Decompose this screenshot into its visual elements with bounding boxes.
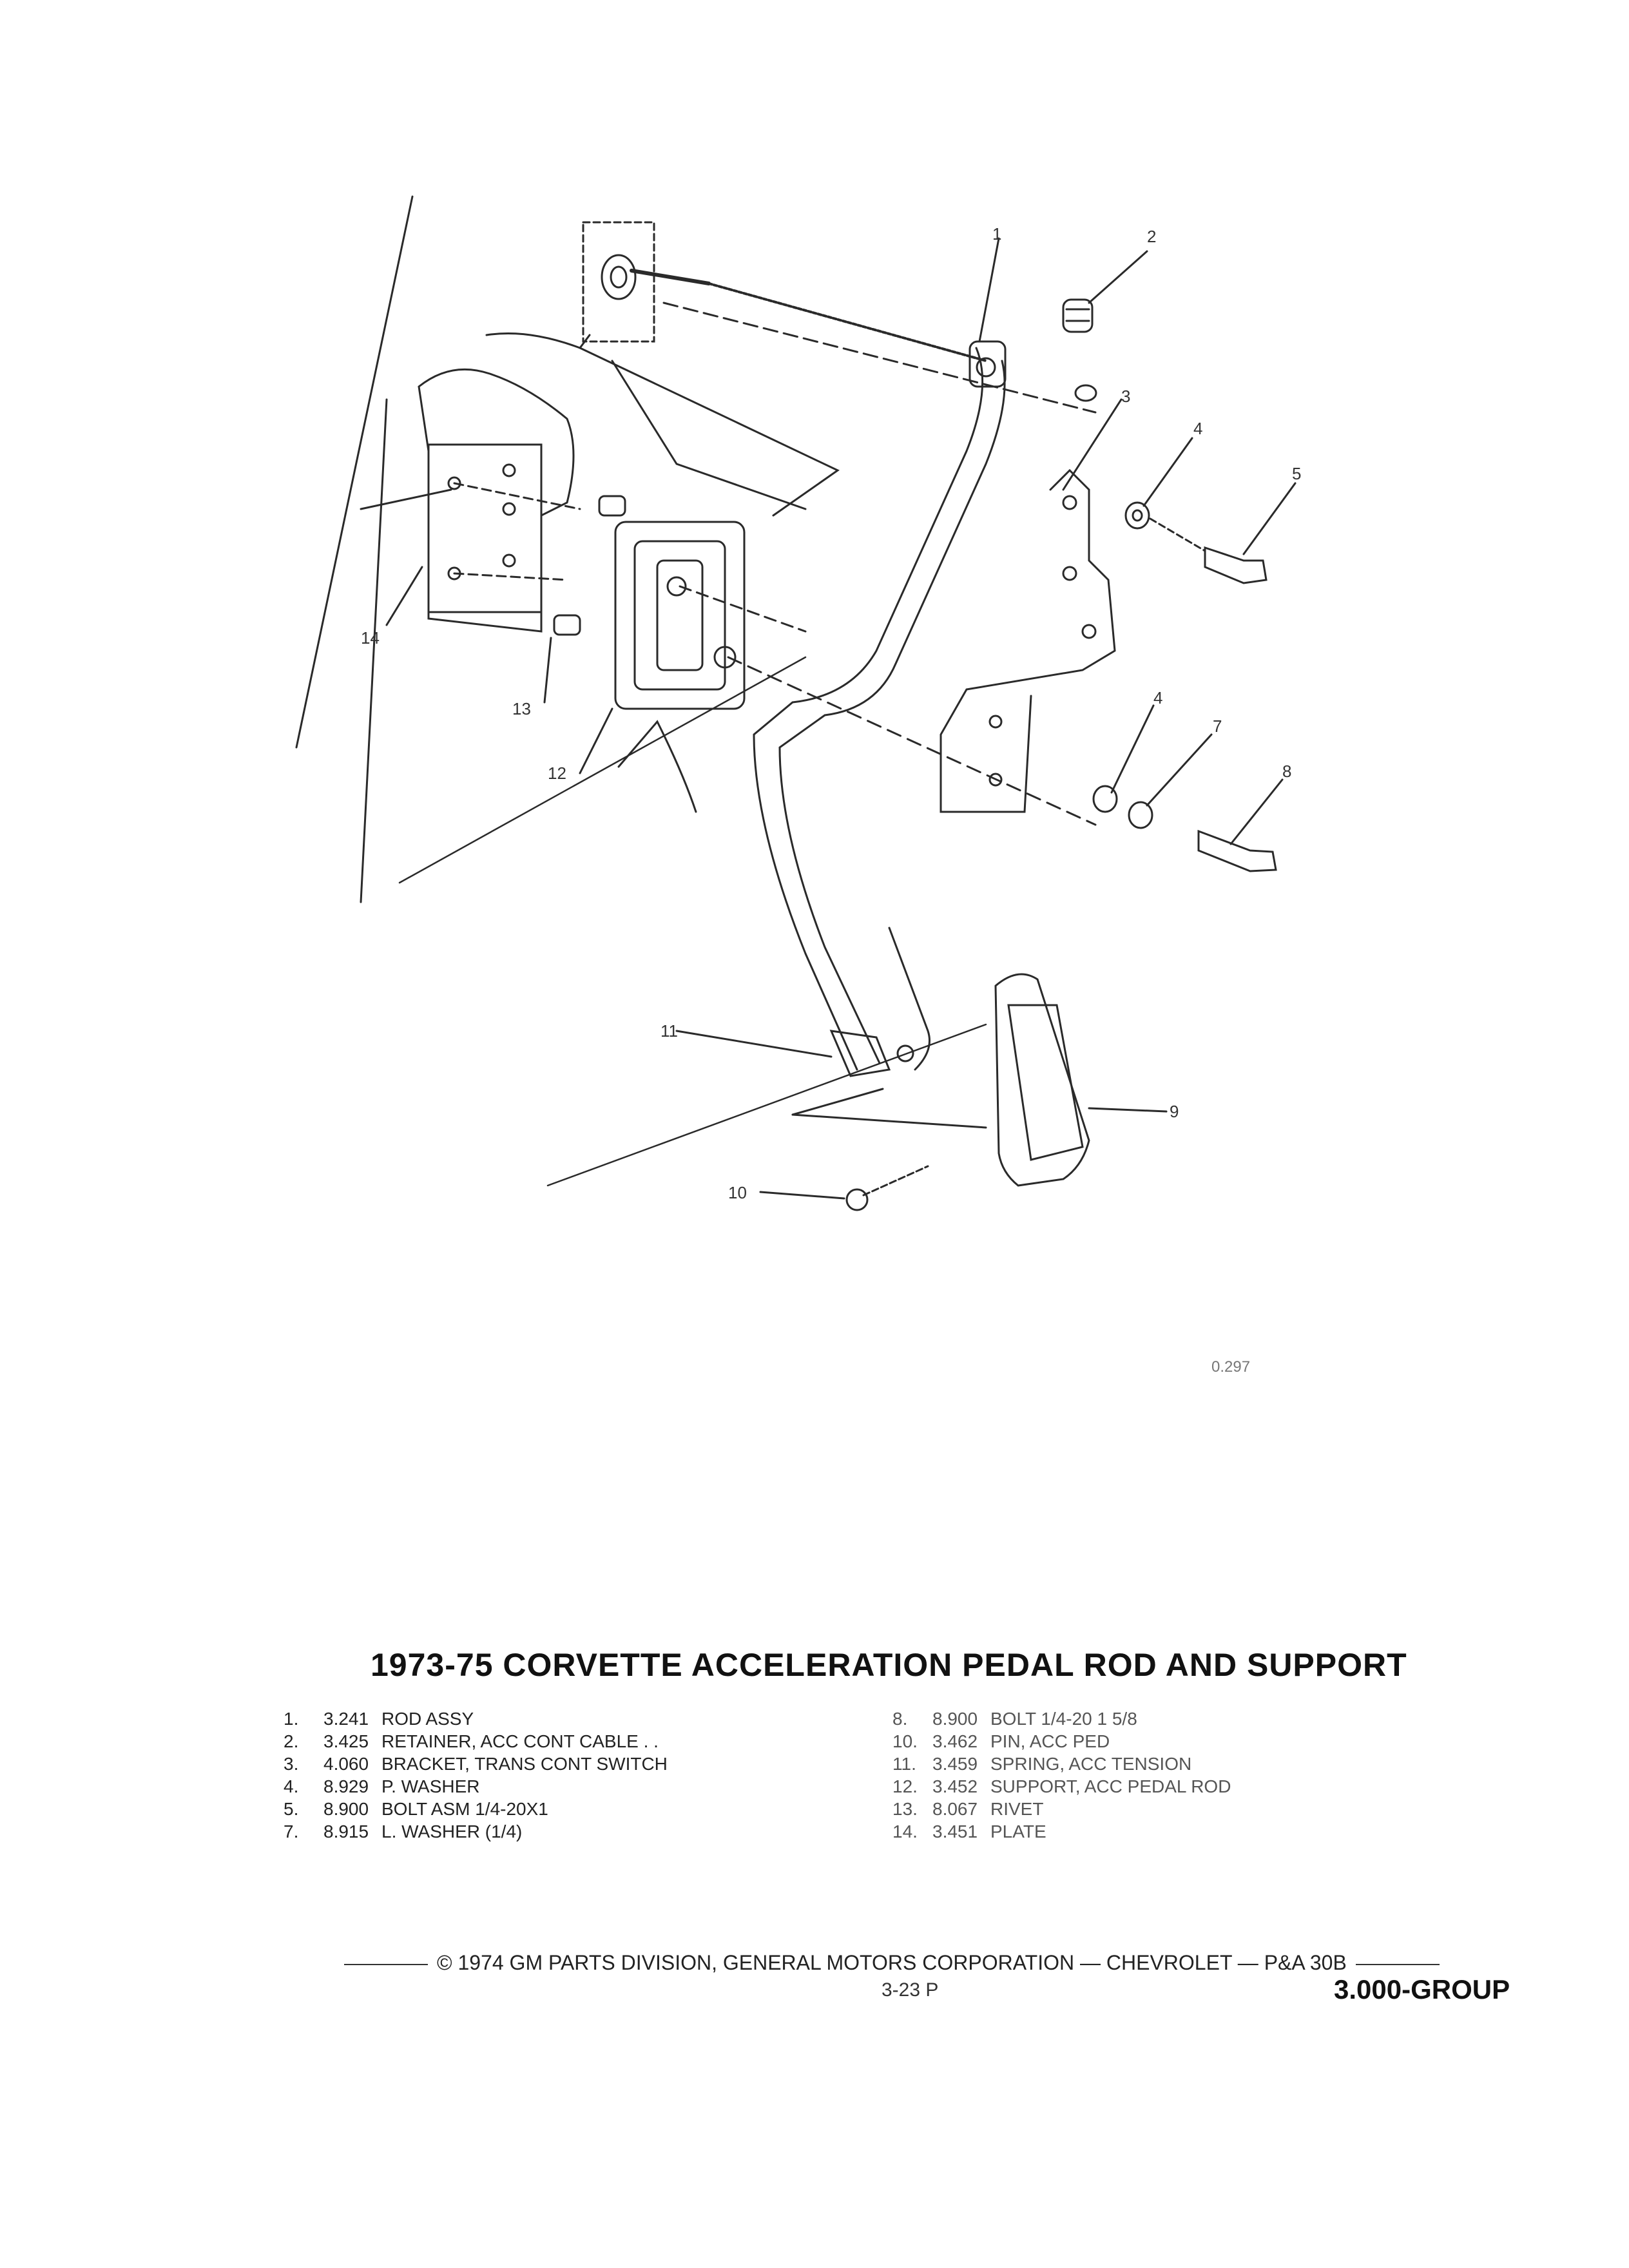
callout-1: 1 (992, 224, 1002, 244)
callout-4b: 4 (1153, 688, 1163, 707)
callout-4: 4 (1193, 419, 1203, 438)
callout-9: 9 (1170, 1102, 1179, 1121)
figure-id: 0.297 (1211, 1358, 1251, 1376)
callout-8: 8 (1282, 762, 1292, 781)
callout-7: 7 (1213, 716, 1222, 736)
group-label: 3.000-GROUP (1334, 1974, 1510, 2004)
callout-13: 13 (512, 699, 531, 718)
footer-rule-left (344, 1963, 428, 1965)
callout-2: 2 (1147, 227, 1157, 246)
callout-11: 11 (660, 1021, 678, 1041)
copyright-text: © 1974 GM PARTS DIVISION, GENERAL MOTORS… (437, 1951, 1347, 1974)
callout-10: 10 (728, 1183, 747, 1202)
exploded-view-drawing (295, 195, 1296, 1211)
footer-rule-right (1355, 1963, 1440, 1965)
callout-3: 3 (1121, 387, 1131, 406)
footer-copyright: © 1974 GM PARTS DIVISION, GENERAL MOTORS… (335, 1951, 1449, 1975)
callout-5: 5 (1292, 464, 1302, 483)
callout-14: 14 (361, 628, 380, 648)
page-number: 3-23 P (882, 1979, 939, 2001)
callout-12: 12 (548, 764, 566, 783)
page-title: 1973-75 CORVETTE ACCELERATION PEDAL ROD … (371, 1647, 1407, 1683)
